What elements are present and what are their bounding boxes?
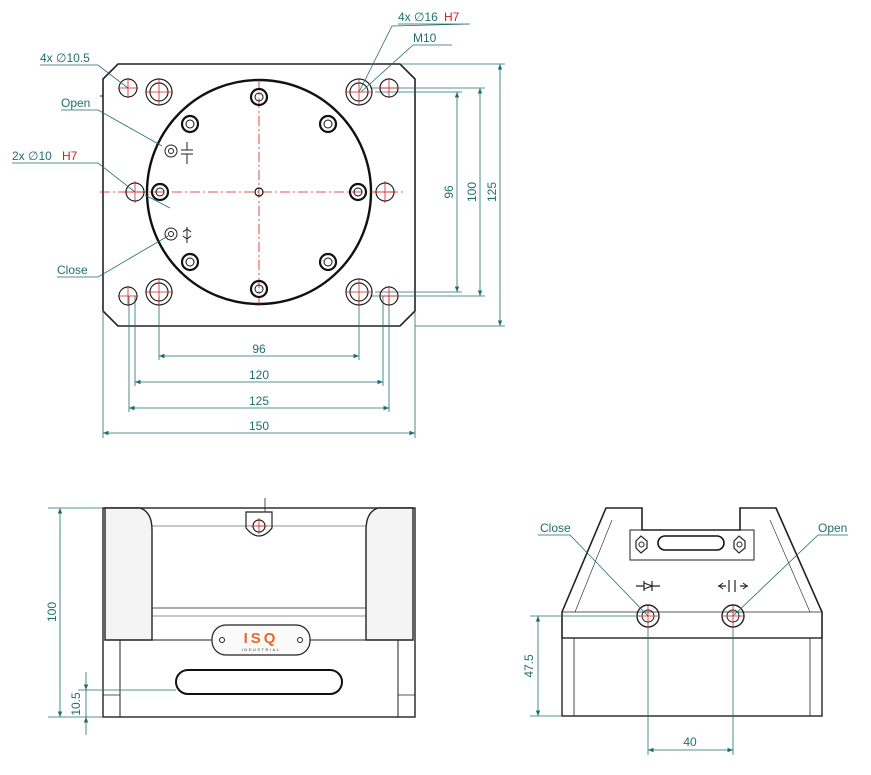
dim-120-horizontal: 120	[249, 368, 269, 382]
callout-open-top: Open	[61, 96, 90, 110]
top-plate-outline	[102, 63, 416, 327]
front-left-post	[104, 507, 153, 641]
callout-4x-10-5: 4x ∅10.5	[40, 51, 90, 65]
dim-125-vertical: 125	[485, 182, 499, 202]
dim-100-vertical: 100	[465, 182, 479, 202]
callout-4x-16: 4x ∅16	[398, 10, 438, 24]
dim-96-vertical: 96	[442, 185, 456, 199]
dim-47-5-side: 47.5	[522, 654, 536, 678]
callout-2x-10: 2x ∅10	[12, 149, 52, 163]
dim-125-horizontal: 125	[249, 394, 269, 408]
dim-96-horizontal: 96	[252, 342, 266, 356]
front-body-outline	[102, 507, 416, 718]
front-dimensions	[48, 507, 176, 735]
side-leader-lines	[538, 534, 848, 617]
logo-brand: ISQ	[244, 630, 279, 647]
dim-40-side: 40	[683, 735, 697, 749]
dim-150-horizontal: 150	[249, 419, 269, 433]
side-close-label: Close	[540, 521, 571, 535]
top-view: 4x ∅10.5 Open 2x ∅10 H7 Close 4x ∅16 H7 …	[12, 10, 505, 438]
dim-10-5-front: 10.5	[69, 692, 83, 716]
top-leader-lines	[12, 23, 471, 278]
callout-close-top: Close	[57, 263, 88, 277]
disc-bolt-holes	[150, 87, 368, 299]
front-view: ISQ INDUSTRIAL 100 10.5	[45, 498, 416, 735]
side-slot	[657, 535, 725, 551]
side-upper-outline	[561, 507, 823, 638]
front-slot	[175, 669, 343, 695]
top-horizontal-dimensions	[103, 353, 415, 436]
front-right-post	[365, 507, 414, 641]
logo-plate	[211, 624, 311, 656]
logo-subtext: INDUSTRIAL	[242, 647, 281, 652]
dim-100-front: 100	[45, 602, 59, 622]
side-open-label: Open	[818, 521, 847, 535]
callout-m10: M10	[413, 31, 437, 45]
side-view: Close Open 47.5 40	[522, 507, 848, 755]
top-centerlines	[100, 80, 405, 306]
pneumatic-ports	[164, 142, 193, 243]
side-lower-body	[561, 637, 823, 717]
side-inner-window	[629, 529, 755, 561]
callout-4x-16-tolerance: H7	[444, 10, 460, 24]
side-dimensions	[530, 615, 734, 755]
front-top-lug	[245, 511, 273, 537]
callout-2x-10-tolerance: H7	[62, 149, 78, 163]
top-vertical-dimensions	[454, 63, 503, 326]
